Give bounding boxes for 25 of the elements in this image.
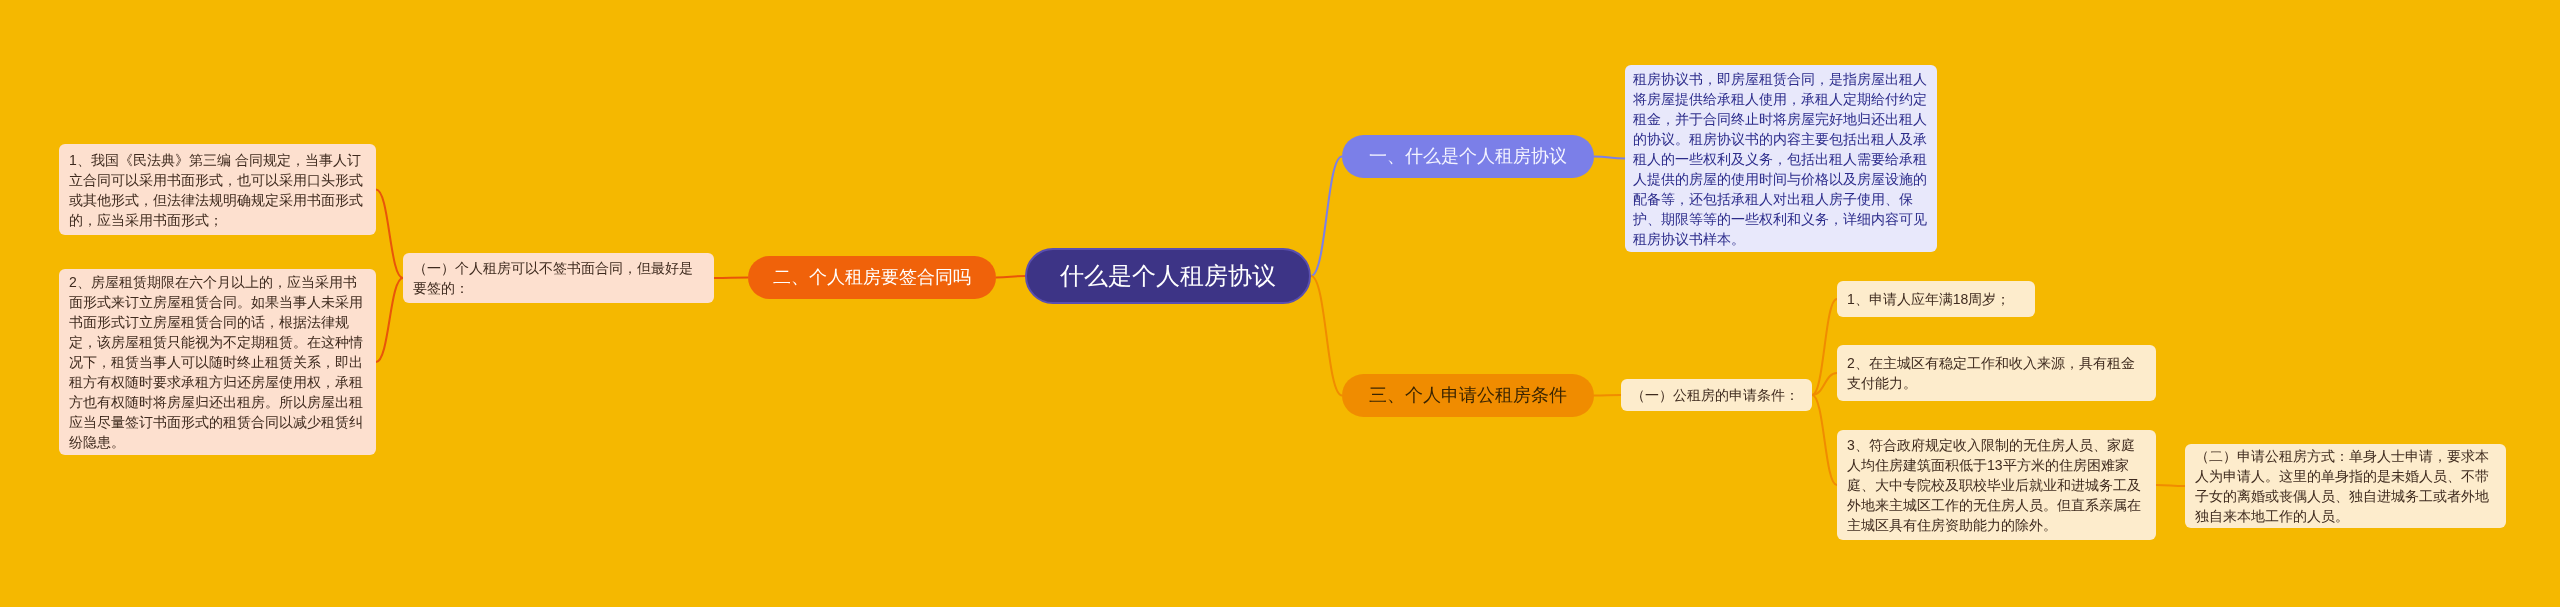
subtopic-card: 1、我国《民法典》第三编 合同规定，当事人订立合同可以采用书面形式，也可以采用口头形式或其他形式，但法律法规明确规定采用书面形式的，应当采用书面形式； xyxy=(59,144,376,235)
connector-line xyxy=(2155,484,2186,487)
central-topic: 什么是个人租房协议 xyxy=(1025,248,1311,304)
connector-line xyxy=(1811,298,1838,396)
topic-note: 租房协议书，即房屋租赁合同，是指房屋出租人将房屋提供给承租人使用，承租人定期给付约定租金，并于合同终止时将房屋完好地归还出租人的协议。租房协议书的内容主要包括出租人及承租人的一些权利及义务，包括出租人需要给承租人提供的房屋的使用时间与价格以及房屋设施的配备等，还包括承租人对出租人房子使用、保护、期限等等的一些权利和义务，详细内容可见租房协议书样本。 xyxy=(1625,65,1937,252)
subtopic-card: （二）申请公租房方式：单身人士申请，要求本人为申请人。这里的单身指的是未婚人员、不带子女的离婚或丧偶人员、独自进城务工或者外地独自来本地工作的人员。 xyxy=(2185,444,2506,528)
subtopic-card: （一）个人租房可以不签书面合同，但最好是要签的： xyxy=(403,253,714,303)
subtopic-card: 2、房屋租赁期限在六个月以上的，应当采用书面形式来订立房屋租赁合同。如果当事人未采用书面形式订立房屋租赁合同的话，根据法律规定，该房屋租赁只能视为不定期租赁。在这种情况下，租赁当事人可以随时终止租赁关系，即出租方有权随时要求承租方归还房屋使用权，承租方也有权随时将房屋归还出租房。所以房屋出租应当尽量签订书面形式的租赁合同以减少租赁纠纷隐患。 xyxy=(59,269,376,455)
subtopic-card: 2、在主城区有稳定工作和收入来源，具有租金支付能力。 xyxy=(1837,345,2156,401)
connector-line xyxy=(375,188,404,279)
connector-line xyxy=(1310,275,1343,397)
connector-line xyxy=(995,275,1026,279)
connector-line xyxy=(1310,155,1343,277)
subtopic-card: 3、符合政府规定收入限制的无住房人员、家庭人均住房建筑面积低于13平方米的住房困难家庭、大中专院校及职校毕业后就业和进城务工及外地来主城区工作的无住房人员。但直系亲属在主城区具有住房资助能力的除外。 xyxy=(1837,430,2156,540)
connector-line xyxy=(1593,155,1626,160)
subtopic-card: 1、申请人应年满18周岁； xyxy=(1837,281,2035,317)
branch-topic: 三、个人申请公租房条件 xyxy=(1342,374,1594,417)
connector-line xyxy=(375,277,404,363)
subtopic-card: （一）公租房的申请条件： xyxy=(1621,379,1812,411)
branch-topic: 一、什么是个人租房协议 xyxy=(1342,135,1594,178)
branch-topic: 二、个人租房要签合同吗 xyxy=(748,256,996,299)
connector-line xyxy=(713,276,749,279)
connector-line xyxy=(1811,394,1838,486)
connector-line xyxy=(1593,394,1622,397)
connector-line xyxy=(1811,372,1838,396)
